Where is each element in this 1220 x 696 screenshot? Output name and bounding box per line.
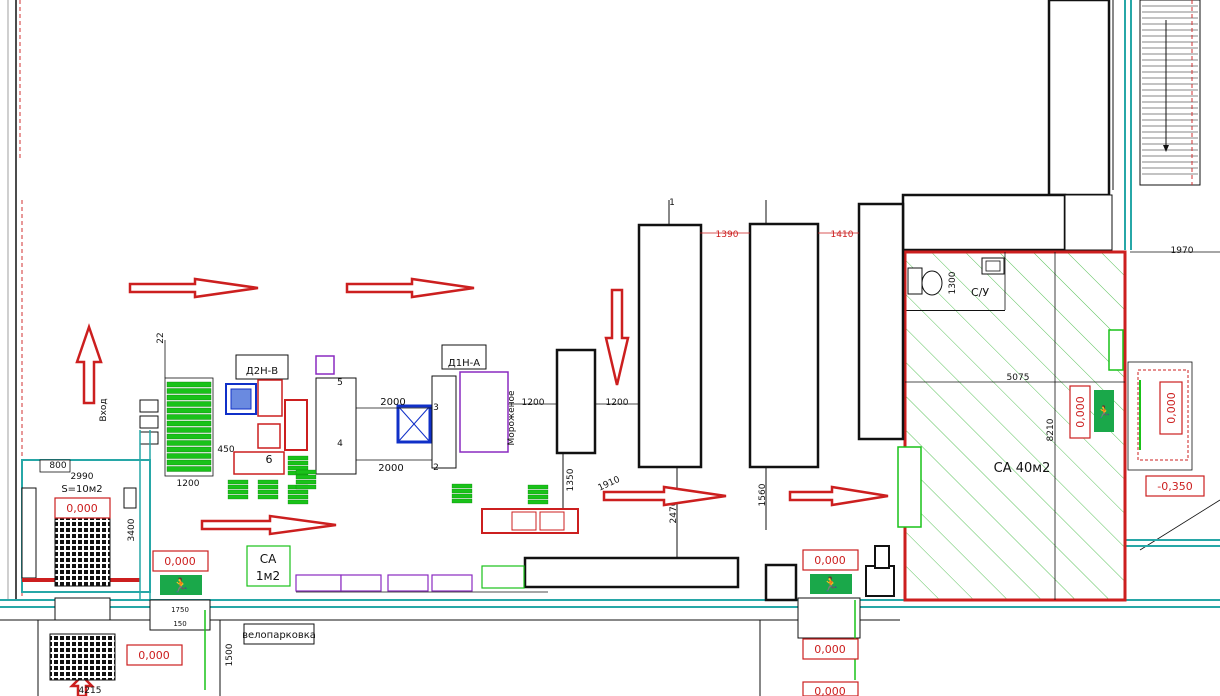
- vestibule-right: [797, 597, 861, 680]
- level-1: 0,000: [66, 502, 98, 515]
- dim-1200-chairs: 1200: [177, 479, 200, 489]
- kiosk-left-label: Д2Н-В: [246, 366, 278, 377]
- emergency-exit-icon: 🏃: [160, 575, 202, 595]
- level-8: 0,000: [1165, 392, 1178, 424]
- left-wall: [7, 0, 23, 600]
- staircase: [1139, 0, 1201, 186]
- dim-4215: 4215: [79, 686, 102, 696]
- level-5: 0,000: [814, 643, 846, 656]
- bike-parking-label: велопарковка: [242, 630, 316, 641]
- dim-22: 22: [156, 332, 166, 343]
- red-counter: [481, 508, 579, 534]
- right-wall: [1112, 0, 1220, 551]
- dim-2000-bottom: 2000: [378, 463, 403, 474]
- bike-parking: велопарковка: [242, 623, 316, 645]
- dim-150b: 150: [173, 620, 186, 628]
- toilet-door: [1108, 329, 1124, 371]
- svg-text:🏃: 🏃: [1097, 405, 1112, 419]
- small-storage-label-2: 1м2: [256, 569, 280, 583]
- storage-label: СА 40м2: [994, 461, 1051, 476]
- shelving-units: [523, 200, 905, 602]
- num-4: 4: [337, 439, 343, 449]
- num-2: 2: [433, 463, 439, 473]
- dim-1200-a: 1200: [522, 398, 545, 408]
- flow-arrow-icon: [200, 514, 337, 536]
- dim-1560: 1560: [758, 483, 768, 506]
- dim-1500: 1500: [225, 643, 235, 666]
- dimension-lines: [500, 232, 1220, 405]
- flow-arrow-icon: [604, 288, 630, 386]
- flow-arrow-icon: [128, 277, 259, 299]
- dim-3400: 3400: [127, 518, 137, 541]
- level-7: 0,000: [1074, 396, 1087, 428]
- dim-1200-b: 1200: [606, 398, 629, 408]
- flow-arrow-icon: [68, 674, 96, 696]
- left-room: S=10м2 800 2990 3400: [21, 430, 151, 600]
- wall-fridges: [295, 565, 548, 593]
- dim-1390: 1390: [716, 230, 739, 240]
- num-1: 1: [669, 198, 675, 208]
- flow-arrow-icon: [788, 485, 889, 507]
- dim-1910: 1910: [597, 475, 622, 494]
- dim-1970: 1970: [1171, 246, 1194, 256]
- dim-450: 450: [217, 445, 234, 455]
- emergency-exit-icon: 🏃: [1094, 390, 1114, 432]
- flow-arrow-icon: [602, 485, 727, 507]
- small-storage: СА 1м2: [246, 545, 291, 587]
- kiosk-right-label: Д1Н-А: [448, 358, 480, 369]
- storage-room: С/У СА 40м2 5075 8210 1300 2000: [903, 250, 1127, 602]
- area-small-label: S=10м2: [61, 484, 102, 495]
- dim-2000-top: 2000: [380, 397, 405, 408]
- dim-1300: 1300: [948, 271, 958, 294]
- dim-1750: 1750: [171, 606, 189, 614]
- storage-door: [897, 446, 922, 528]
- dim-2470: 2470: [669, 500, 679, 523]
- box-6-label: 6: [266, 453, 273, 466]
- dim-2990: 2990: [71, 472, 94, 482]
- seating-rows: [139, 340, 214, 477]
- dim-8210: 8210: [1046, 418, 1056, 441]
- dim-1350: 1350: [566, 468, 576, 491]
- level-6: 0,000: [814, 685, 846, 696]
- level-2: 0,000: [164, 555, 196, 568]
- entrance-label: Вход: [99, 398, 109, 421]
- emergency-exit-icon: 🏃: [810, 574, 852, 594]
- central-kiosk: Д1Н-А Мороженое 5 4 3 2 1: [315, 198, 675, 475]
- dim-1410: 1410: [831, 230, 854, 240]
- dim-800: 800: [49, 461, 66, 471]
- level-3: 0,000: [138, 649, 170, 662]
- num-5: 5: [337, 378, 343, 388]
- num-3: 3: [433, 403, 439, 413]
- level-markers: 0,000 0,000 0,000 0,000 0,000 0,000 0,00…: [54, 381, 1205, 696]
- flow-arrows: [68, 277, 889, 696]
- dim-5075: 5075: [1007, 373, 1030, 383]
- level-9: -0,350: [1157, 480, 1192, 493]
- toilet-label: С/У: [971, 286, 989, 299]
- ice-cream-label: Мороженое: [507, 390, 517, 446]
- svg-text:🏃: 🏃: [172, 577, 189, 594]
- structural-blocks: [901, 0, 1113, 252]
- flow-arrow-icon: [345, 277, 475, 299]
- vestibule: 4215 1500 1750 150: [49, 597, 235, 696]
- svg-text:🏃: 🏃: [822, 576, 839, 593]
- green-furniture: [227, 455, 549, 505]
- level-4: 0,000: [814, 554, 846, 567]
- flow-arrow-icon: [75, 323, 103, 405]
- small-storage-label-1: СА: [260, 552, 277, 566]
- side-door: [1127, 361, 1193, 471]
- kiosk-left: Д2Н-В 6: [225, 354, 308, 475]
